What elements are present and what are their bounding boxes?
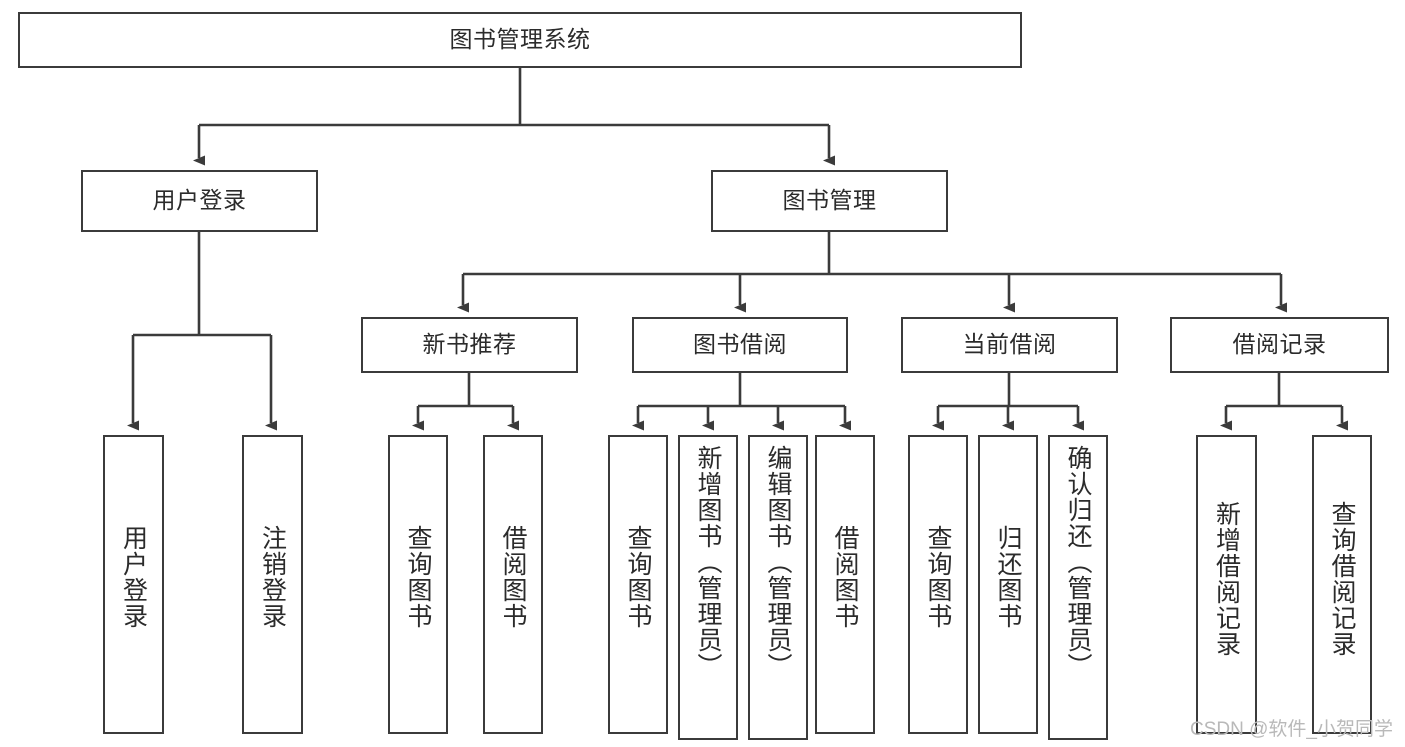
leaf-query-borrow-record[interactable]: 查询借阅记录 <box>1312 435 1372 734</box>
node-label: 新增图书（管理员） <box>694 445 722 679</box>
node-label: 编辑图书（管理员） <box>764 445 792 679</box>
leaf-return-book[interactable]: 归还图书 <box>978 435 1038 734</box>
node-label: 用户登录 <box>152 187 247 214</box>
node-label: 借阅图书 <box>831 525 859 629</box>
leaf-query-book-current[interactable]: 查询图书 <box>908 435 968 734</box>
node-borrow-record[interactable]: 借阅记录 <box>1170 317 1389 373</box>
node-label: 归还图书 <box>994 525 1022 629</box>
node-book-management[interactable]: 图书管理 <box>711 170 948 232</box>
node-label: 图书借阅 <box>693 331 787 358</box>
node-label: 用户登录 <box>119 525 148 629</box>
node-label: 确认归还（管理员） <box>1064 445 1092 679</box>
node-label: 查询图书 <box>924 525 952 629</box>
leaf-add-borrow-record[interactable]: 新增借阅记录 <box>1196 435 1257 734</box>
node-label: 图书管理系统 <box>449 26 591 53</box>
node-label: 注销登录 <box>258 525 287 629</box>
node-new-book-recommend[interactable]: 新书推荐 <box>361 317 578 373</box>
leaf-user-login[interactable]: 用户登录 <box>103 435 164 734</box>
leaf-borrow-book-recommend[interactable]: 借阅图书 <box>483 435 543 734</box>
node-label: 新增借阅记录 <box>1212 501 1241 657</box>
leaf-confirm-return-admin[interactable]: 确认归还（管理员） <box>1048 435 1108 740</box>
leaf-query-book-borrow[interactable]: 查询图书 <box>608 435 668 734</box>
node-label: 新书推荐 <box>422 331 517 358</box>
leaf-query-book-recommend[interactable]: 查询图书 <box>388 435 448 734</box>
leaf-borrow-book[interactable]: 借阅图书 <box>815 435 875 734</box>
leaf-add-book-admin[interactable]: 新增图书（管理员） <box>678 435 738 740</box>
node-label: 查询图书 <box>624 525 652 629</box>
node-label: 查询借阅记录 <box>1328 501 1356 657</box>
node-label: 借阅记录 <box>1232 331 1327 358</box>
leaf-logout[interactable]: 注销登录 <box>242 435 303 734</box>
node-current-borrow[interactable]: 当前借阅 <box>901 317 1118 373</box>
node-label: 借阅图书 <box>499 525 527 629</box>
node-label: 查询图书 <box>404 525 432 629</box>
watermark: CSDN @软件_小贺同学 <box>1190 719 1393 740</box>
node-root-system[interactable]: 图书管理系统 <box>18 12 1022 68</box>
leaf-edit-book-admin[interactable]: 编辑图书（管理员） <box>748 435 808 740</box>
node-user-login[interactable]: 用户登录 <box>81 170 318 232</box>
node-book-borrow[interactable]: 图书借阅 <box>632 317 848 373</box>
node-label: 图书管理 <box>782 187 877 214</box>
node-label: 当前借阅 <box>962 331 1057 358</box>
